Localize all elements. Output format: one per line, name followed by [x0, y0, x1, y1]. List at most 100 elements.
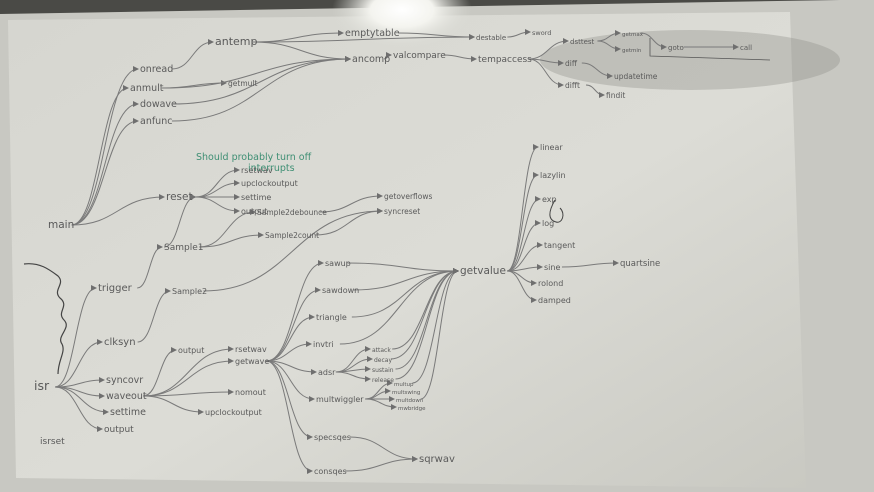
node-onread: onread — [140, 64, 173, 75]
node-call: call — [740, 44, 752, 52]
node-sqrwav: sqrwav — [419, 454, 455, 465]
goto-bracket — [649, 38, 771, 61]
edge-invtri-to-getvalue — [339, 268, 459, 345]
node-quartsine: quartsine — [620, 259, 660, 269]
edge-getvalue-to-exp — [506, 196, 541, 272]
node-dsttest: dsttest — [570, 38, 595, 46]
node-tempaccess: tempaccess — [478, 55, 532, 65]
function-labels: antemponreadanmultdowaveanfuncgetmultemp… — [34, 28, 752, 476]
node-sample2debounce: Sample2debounce — [257, 208, 327, 217]
edge-trigger-to-sample1 — [137, 244, 163, 289]
node-getwave: getwave — [235, 357, 269, 366]
node-isr-settime: settime — [110, 407, 146, 418]
node-multswing: multswing — [392, 390, 420, 396]
edge-main-to-anfunc — [71, 118, 139, 226]
node-diff: diff — [565, 59, 578, 68]
node-isr-upclockoutput: upclockoutput — [205, 408, 262, 417]
edge-isr-to-clksyn — [54, 339, 103, 388]
edge-getwave-to-consqes — [266, 360, 313, 474]
edge-sample1-to-sample2count — [199, 232, 264, 248]
node-log: log — [542, 219, 554, 228]
node-sample2: Sample2 — [172, 287, 207, 296]
node-sample1: Sample1 — [164, 243, 203, 253]
node-rolond: rolond — [538, 279, 563, 288]
edge-diff-to-updatetime — [581, 62, 613, 79]
edge-isr-to-isr-output — [54, 386, 103, 432]
edge-tempaccess-to-dsttest — [528, 38, 569, 60]
node-linear: linear — [540, 143, 563, 152]
edge-dowave-to-ancomp — [171, 56, 351, 105]
edge-multdown-to-getvalue — [420, 268, 459, 400]
node-getmult: getmult — [228, 79, 257, 88]
edge-waveout-to-nomout — [143, 389, 234, 397]
node-updatetime: updatetime — [614, 72, 658, 81]
node-dowave: dowave — [140, 99, 177, 110]
connector-lines — [54, 29, 739, 474]
node-getmin: getmin — [622, 48, 642, 54]
edge-waveout-to-isr-rsetwav — [143, 346, 234, 397]
edge-sample2-to-syncreset — [203, 208, 383, 292]
node-getoverflows: getoverflows — [384, 192, 432, 201]
node-goto: goto — [668, 44, 684, 52]
node-difft: difft — [565, 81, 580, 90]
edge-sawdown-to-getvalue — [353, 268, 459, 291]
node-main: main — [48, 219, 74, 231]
edge-getwave-to-sawdown — [266, 287, 321, 362]
edge-ancomp-to-valcompare — [383, 52, 392, 60]
edge-release-to-getvalue — [395, 268, 459, 380]
edge-isr-to-isr-settime — [54, 386, 109, 415]
node-isr-output: output — [104, 425, 134, 435]
node-getvalue: getvalue — [460, 265, 506, 277]
edge-main-to-onread — [71, 66, 139, 226]
node-attack: attack — [372, 347, 391, 354]
node-isrset: isrset — [40, 437, 65, 447]
edge-isr-to-trigger — [54, 285, 97, 388]
edge-waveout-to-isr-output2 — [143, 347, 177, 397]
node-rsetwav: rsetwav — [241, 166, 273, 175]
node-isr: isr — [34, 378, 50, 393]
flash-glare — [332, 0, 472, 48]
exp-loop-mark — [549, 199, 564, 223]
edge-tempaccess-to-difft — [528, 58, 564, 88]
edge-adsr-to-release — [335, 371, 371, 382]
edge-anmult-to-ancomp — [161, 56, 351, 89]
node-antemp: antemp — [215, 35, 258, 48]
edge-getwave-to-sawup — [266, 260, 324, 362]
edge-getwave-to-multwiggler — [266, 360, 315, 402]
edge-multwiggler-to-mwbridge — [365, 398, 397, 410]
edge-sample2debounce-to-getoverflows — [319, 193, 383, 213]
edge-clksyn-to-sample2 — [137, 288, 171, 343]
squiggle-line — [23, 263, 67, 375]
edge-dsttest-to-getmin — [597, 40, 621, 52]
node-triangle: triangle — [316, 313, 347, 322]
node-syncreset: syncreset — [384, 207, 420, 216]
edge-waveout-to-isr-upclockoutput — [143, 395, 204, 415]
edge-getwave-to-invtri — [266, 341, 312, 362]
node-ancomp: ancomp — [352, 54, 390, 65]
node-waveout: waveout — [106, 391, 147, 402]
edge-difft-to-findit — [585, 84, 605, 98]
node-output: output — [241, 207, 267, 216]
node-anmult: anmult — [130, 83, 164, 94]
shadow — [540, 30, 840, 90]
edge-getvalue-to-lazylin — [506, 172, 539, 272]
edge-sine-to-quartsine — [561, 260, 619, 268]
node-consqes: consqes — [314, 467, 347, 476]
node-multwiggler: multwiggler — [316, 395, 364, 404]
node-findit: findit — [606, 91, 625, 100]
node-reset: reset — [166, 191, 193, 203]
edge-destable-to-sword — [507, 29, 531, 38]
node-sawup: sawup — [325, 259, 351, 268]
edge-valcompare-to-tempaccess — [443, 54, 477, 62]
node-release: release — [372, 377, 394, 384]
node-sample2count: Sample2count — [265, 231, 319, 240]
node-mwbridge: mwbridge — [398, 406, 426, 412]
edge-getvalue-to-linear — [506, 144, 539, 272]
node-nomout: nomout — [235, 388, 266, 397]
node-destable: destable — [476, 34, 506, 42]
node-getmax: getmax — [622, 32, 644, 38]
node-settime: settime — [241, 193, 271, 202]
edge-main-to-reset — [71, 194, 165, 226]
